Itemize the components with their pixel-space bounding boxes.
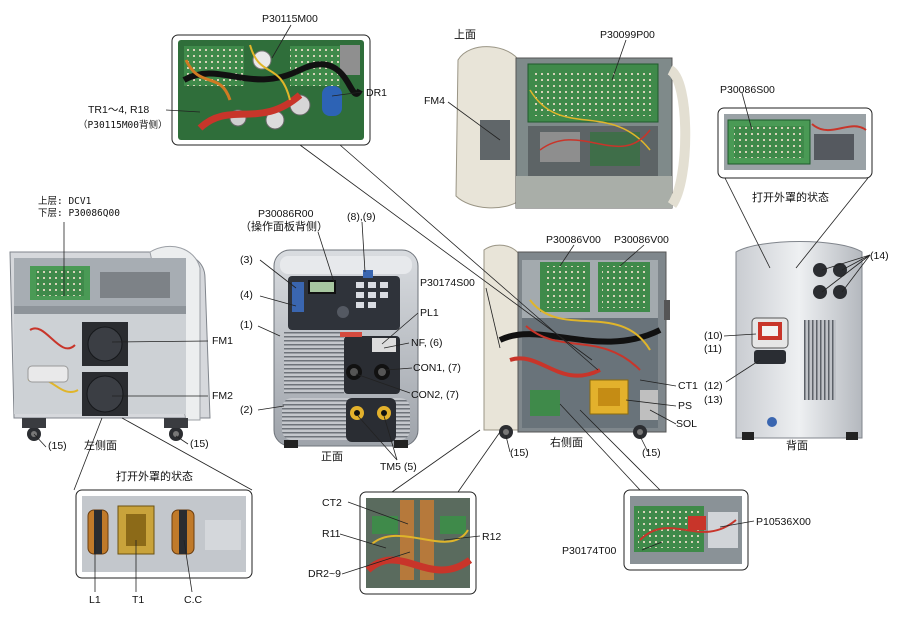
machine-back-view [735,241,863,440]
label-n4: (4) [240,289,253,301]
label-fm1: FM1 [212,335,233,347]
inset-open-cover-left [75,489,253,579]
label-n13: (13) [704,394,723,406]
label-t1: T1 [132,594,145,606]
label-tr1-r18-sub: （P30115M00背侧） [78,120,168,131]
machine-right-side-view [483,244,670,439]
label-n3: (3) [240,254,253,266]
label-tr1-r18: TR1～4, R18 [88,104,150,116]
label-con1-7: CON1, (7) [413,362,461,374]
inset-p10536x00 [623,489,749,571]
label-dr1: DR1 [366,87,388,99]
label-fm4: FM4 [424,95,445,107]
label-back-face: 背面 [786,440,808,452]
inset-p30086s00 [717,107,873,179]
inset-ct2-r11-r12 [359,491,477,595]
label-sol: SOL [676,418,698,430]
label-ps: PS [678,400,693,412]
machine-front-view [273,249,419,448]
label-p30086v00-a: P30086V00 [546,234,601,246]
label-front-face: 正面 [321,451,343,463]
machine-left-side-view [9,245,211,441]
label-r11: R11 [322,528,341,540]
label-n11: (11) [704,343,722,355]
label-top-face: 上面 [454,29,476,41]
label-open-cover-back: 打开外罩的状态 [752,192,829,204]
label-p30086r00: P30086R00 [258,208,314,220]
machine-top-view [455,46,691,209]
label-p30086v00-b: P30086V00 [614,234,669,246]
label-n1: (1) [240,319,253,331]
label-r12: R12 [482,531,502,543]
label-con2-7: CON2, (7) [411,389,459,401]
label-upper-layer: 上层: DCV1 [38,196,92,207]
label-pl1: PL1 [420,307,439,319]
label-tm5-5: TM5 (5) [380,461,417,473]
label-cc: C.C [184,594,203,606]
label-n15-c: (15) [510,447,529,459]
label-n8-9: (8),(9) [347,211,376,223]
label-ct2: CT2 [322,497,342,509]
label-p30174t00: P30174T00 [562,545,617,557]
label-n14: (14) [870,250,889,262]
label-dr2-9: DR2~9 [308,568,341,580]
label-p30115m00: P30115M00 [262,13,318,25]
label-n10: (10) [704,330,723,342]
label-fm2: FM2 [212,390,233,402]
label-p30099p00: P30099P00 [600,29,655,41]
label-p10536x00: P10536X00 [756,516,811,528]
label-p30086r00-sub: （操作面板背侧） [240,221,328,233]
label-p30174s00: P30174S00 [420,277,475,289]
label-n12: (12) [704,380,723,392]
label-n15-d: (15) [642,447,661,459]
label-left-face: 左侧面 [84,440,117,452]
leader-lines [33,24,871,593]
label-n15-a: (15) [48,440,67,452]
label-open-cover-left: 打开外罩的状态 [116,471,193,483]
label-l1: L1 [89,594,101,606]
label-p30086s00: P30086S00 [720,84,775,96]
label-nf6: NF, (6) [411,337,443,349]
label-right-face: 右侧面 [550,437,583,449]
label-ct1: CT1 [678,380,698,392]
inset-p30115m00 [171,34,371,146]
label-n15-b: (15) [190,438,209,450]
label-lower-layer: 下层: P30086Q00 [38,208,120,219]
label-n2: (2) [240,404,253,416]
